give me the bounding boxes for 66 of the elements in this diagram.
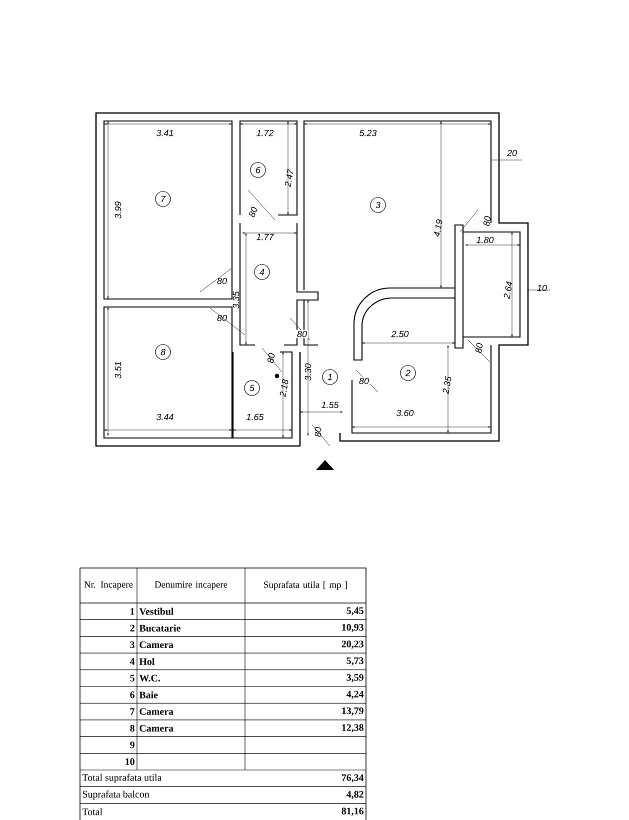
room-number: 4: [254, 264, 270, 280]
room-number: 5: [244, 380, 260, 396]
dimension-label: 3.35: [232, 291, 240, 309]
room-number: 8: [155, 344, 171, 360]
dimension-label: 80: [249, 206, 257, 218]
room-number: 7: [155, 191, 171, 207]
table-cell: W.C.: [139, 674, 160, 682]
table-cell: 6: [130, 692, 134, 698]
dimension-label: 4.19: [434, 219, 442, 237]
table-cell: 12,38: [342, 724, 364, 732]
table-cell: 8: [130, 724, 134, 732]
dimension-label: 5.23: [359, 130, 377, 136]
dimension-label: 80: [475, 342, 483, 353]
table-cell: Total suprafata utila: [82, 774, 162, 783]
room-number: 2: [400, 365, 416, 381]
table-cell: 20,23: [342, 640, 364, 649]
dimension-label: 1.80: [476, 236, 494, 244]
table-cell: 10: [126, 758, 134, 765]
dimension-label: 3.60: [396, 410, 414, 416]
dimension-label: 80: [483, 216, 491, 226]
table-cell: 2: [130, 624, 134, 632]
table-cell: 5: [130, 674, 134, 682]
table-cell: 81,16: [342, 808, 364, 816]
dimension-label: 3.44: [156, 414, 174, 420]
dimension-label: 2.35: [442, 376, 452, 394]
dimension-label: 2.47: [284, 168, 294, 188]
table-cell: 3,59: [346, 674, 364, 682]
table-cell: 5,73: [346, 657, 364, 666]
table-cell: Suprafata utila [ mp ]: [264, 581, 347, 590]
dimension-label: 80: [358, 376, 370, 386]
dimension-label: 20: [506, 150, 517, 156]
table-cell: Bucatarie: [139, 624, 180, 632]
table-cell: Nr. Incapere: [84, 581, 133, 590]
table-cell: 13,79: [342, 707, 364, 716]
table-cell: 7: [130, 708, 135, 715]
dimension-label: 80: [296, 330, 308, 338]
dimension-label: 3.41: [156, 130, 173, 136]
table-cell: Vestibul: [139, 608, 174, 615]
table-cell: Suprafata balcon: [82, 790, 150, 800]
table-cell: Total: [82, 808, 102, 816]
table-cell: 76,34: [342, 774, 364, 782]
table-cell: 10,93: [342, 624, 364, 632]
dimension-label: 1.55: [322, 402, 339, 408]
dimension-label: 2.18: [280, 379, 288, 398]
room-number: 1: [322, 369, 338, 385]
table-cell: 9: [130, 742, 134, 748]
room-number: 3: [370, 197, 386, 213]
dimension-label: 80: [267, 352, 275, 363]
room-number: 6: [250, 162, 266, 178]
dimension-label: 80: [314, 427, 322, 437]
table-cell: 4: [130, 658, 135, 665]
table-cell: 4,24: [346, 690, 364, 699]
dimension-label: 80: [217, 278, 227, 284]
dimension-label: 80: [217, 314, 227, 322]
dimension-label: 10: [537, 284, 547, 292]
dimension-label: 2.64: [504, 281, 512, 300]
table-cell: Camera: [140, 641, 174, 648]
table-cell: 4,82: [346, 790, 364, 800]
table-cell: Denumire incapere: [154, 581, 228, 590]
table-cell: Hol: [139, 658, 155, 665]
table-cell: Camera: [140, 724, 174, 732]
table-cell: Camera: [140, 708, 174, 715]
table-cell: 5,45: [346, 607, 364, 616]
table-cell: 1: [130, 608, 134, 615]
table-cell: Baie: [139, 691, 158, 698]
table-cell: 3: [130, 641, 134, 648]
